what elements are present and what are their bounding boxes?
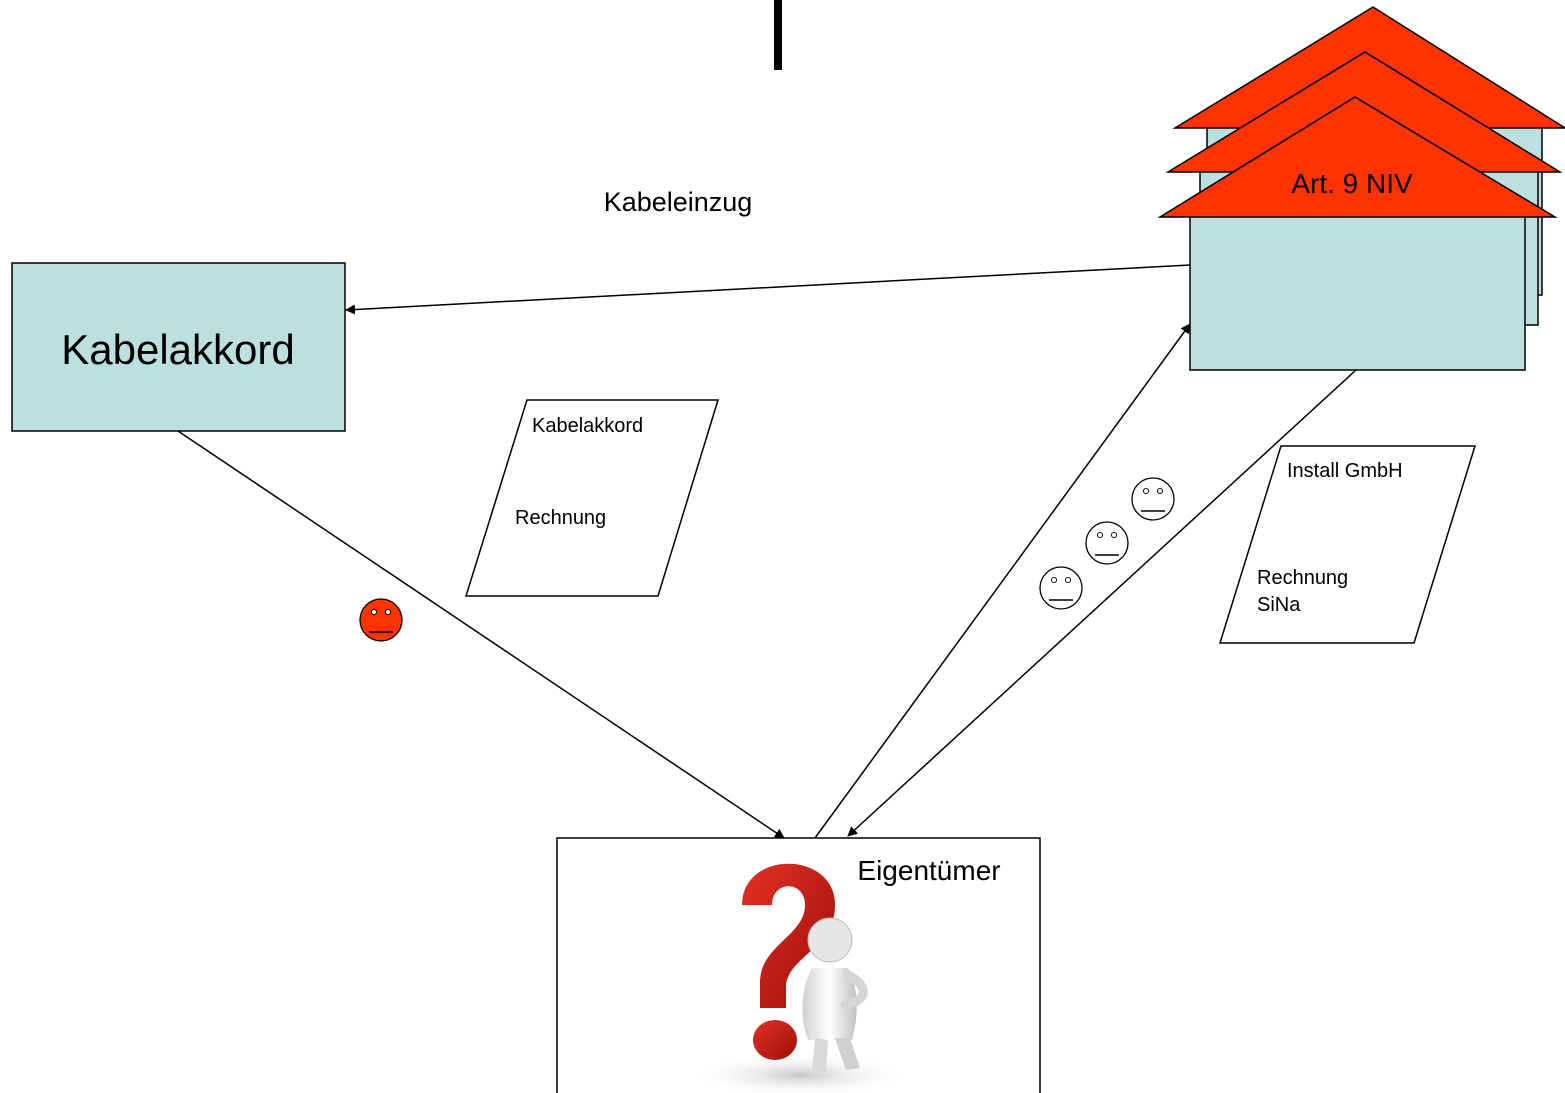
building-stack: Art. 9 NIV	[1157, 6, 1565, 371]
installer-invoice-line2: Rechnung	[1257, 567, 1348, 589]
installer-invoice-line3: SiNa	[1257, 594, 1301, 616]
neutral-face-icon	[1039, 566, 1083, 610]
installer-invoice-line1: Install GmbH	[1287, 460, 1403, 482]
installer-invoice-document: Install GmbH Rechnung SiNa	[1218, 445, 1477, 644]
contractor-box-label: Kabelakkord	[61, 326, 294, 373]
question-mark-person-icon	[690, 863, 910, 1093]
contractor-box: Kabelakkord	[11, 262, 346, 432]
cable-pull-label: Kabeleinzug	[604, 187, 753, 217]
arrow-owner-to-building	[814, 323, 1191, 839]
title-remnant-bar	[774, 0, 782, 70]
neutral-face-icon	[1131, 477, 1175, 521]
contractor-invoice-document: Kabelakkord Rechnung	[464, 399, 720, 597]
owner-box: Eigentümer	[556, 837, 1041, 1093]
contractor-invoice-line2: Rechnung	[515, 507, 606, 529]
contractor-invoice-line1: Kabelakkord	[532, 415, 643, 437]
neutral-face-icon	[1085, 521, 1129, 565]
neutral-face-icon	[359, 598, 403, 642]
owner-label: Eigentümer	[857, 855, 1000, 886]
arrow-building-to-contractor	[345, 264, 1191, 315]
arrow-building-to-owner	[847, 369, 1357, 837]
house-front: Art. 9 NIV	[1157, 96, 1558, 371]
arrow-contractor-to-owner	[177, 430, 785, 839]
building-roof-label: Art. 9 NIV	[1291, 168, 1413, 199]
